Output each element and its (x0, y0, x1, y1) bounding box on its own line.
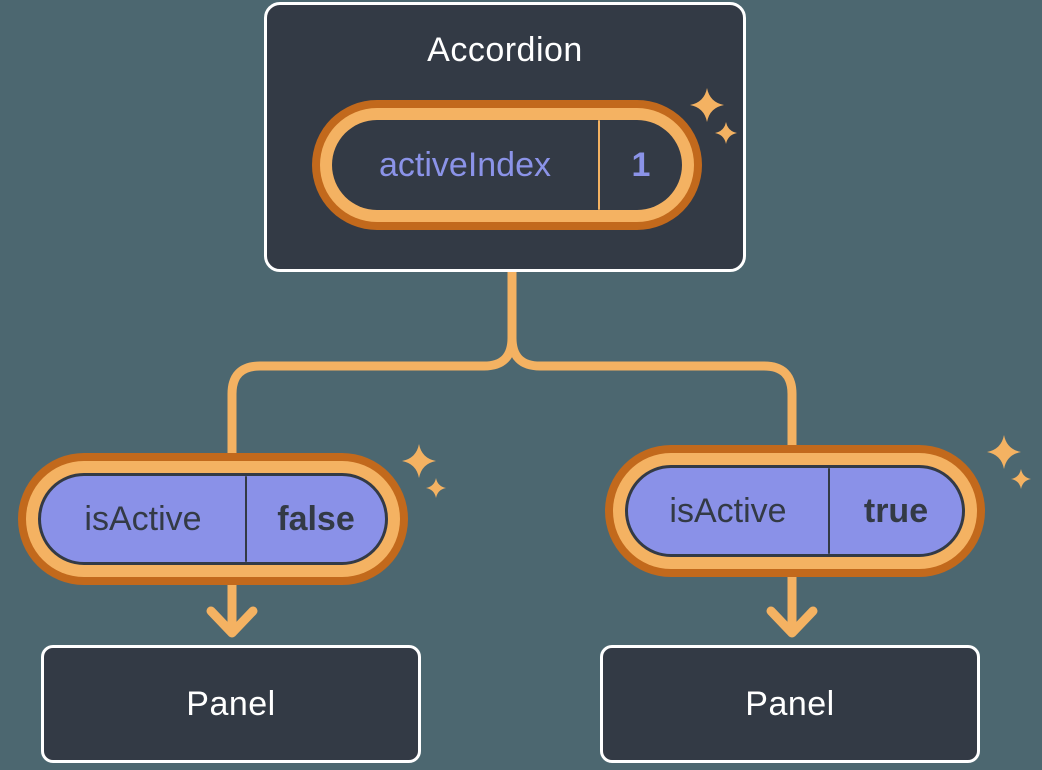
panel-right-title: Panel (745, 684, 835, 723)
tree-branch-left-line (227, 263, 517, 463)
prop-pill-left-value: false (277, 499, 355, 538)
prop-pill-left-label: isActive (84, 499, 202, 538)
arrow-left-head (206, 606, 258, 638)
prop-pill-left-divider (245, 476, 247, 562)
prop-pill-isactive-false: isActive false (18, 453, 408, 585)
state-pill-label: activeIndex (379, 145, 551, 184)
panel-left-title: Panel (186, 684, 276, 723)
prop-pill-left-body: isActive false (38, 473, 388, 565)
accordion-title: Accordion (427, 31, 583, 69)
state-pill-divider (598, 120, 600, 210)
prop-pill-right-ring: isActive true (613, 453, 977, 569)
sparkle-icon (1011, 469, 1031, 489)
prop-pill-right-value: true (863, 491, 929, 530)
arrow-right-head (766, 606, 818, 638)
panel-card-left: Panel (41, 645, 421, 763)
state-pill-body: activeIndex 1 (332, 120, 682, 210)
prop-pill-left-ring: isActive false (26, 461, 400, 577)
state-pill-value: 1 (631, 145, 651, 184)
panel-card-right: Panel (600, 645, 980, 763)
state-pill-activeindex: activeIndex 1 (312, 100, 702, 230)
sparkle-icon (402, 444, 436, 478)
prop-pill-right-label: isActive (669, 491, 787, 530)
prop-pill-right-divider (828, 468, 830, 554)
sparkle-icon (987, 435, 1021, 469)
prop-pill-isactive-true: isActive true (605, 445, 985, 577)
state-pill-ring: activeIndex 1 (320, 108, 694, 222)
prop-pill-right-body: isActive true (625, 465, 965, 557)
tree-branch-right-line (507, 263, 797, 455)
sparkle-icon (426, 478, 446, 498)
